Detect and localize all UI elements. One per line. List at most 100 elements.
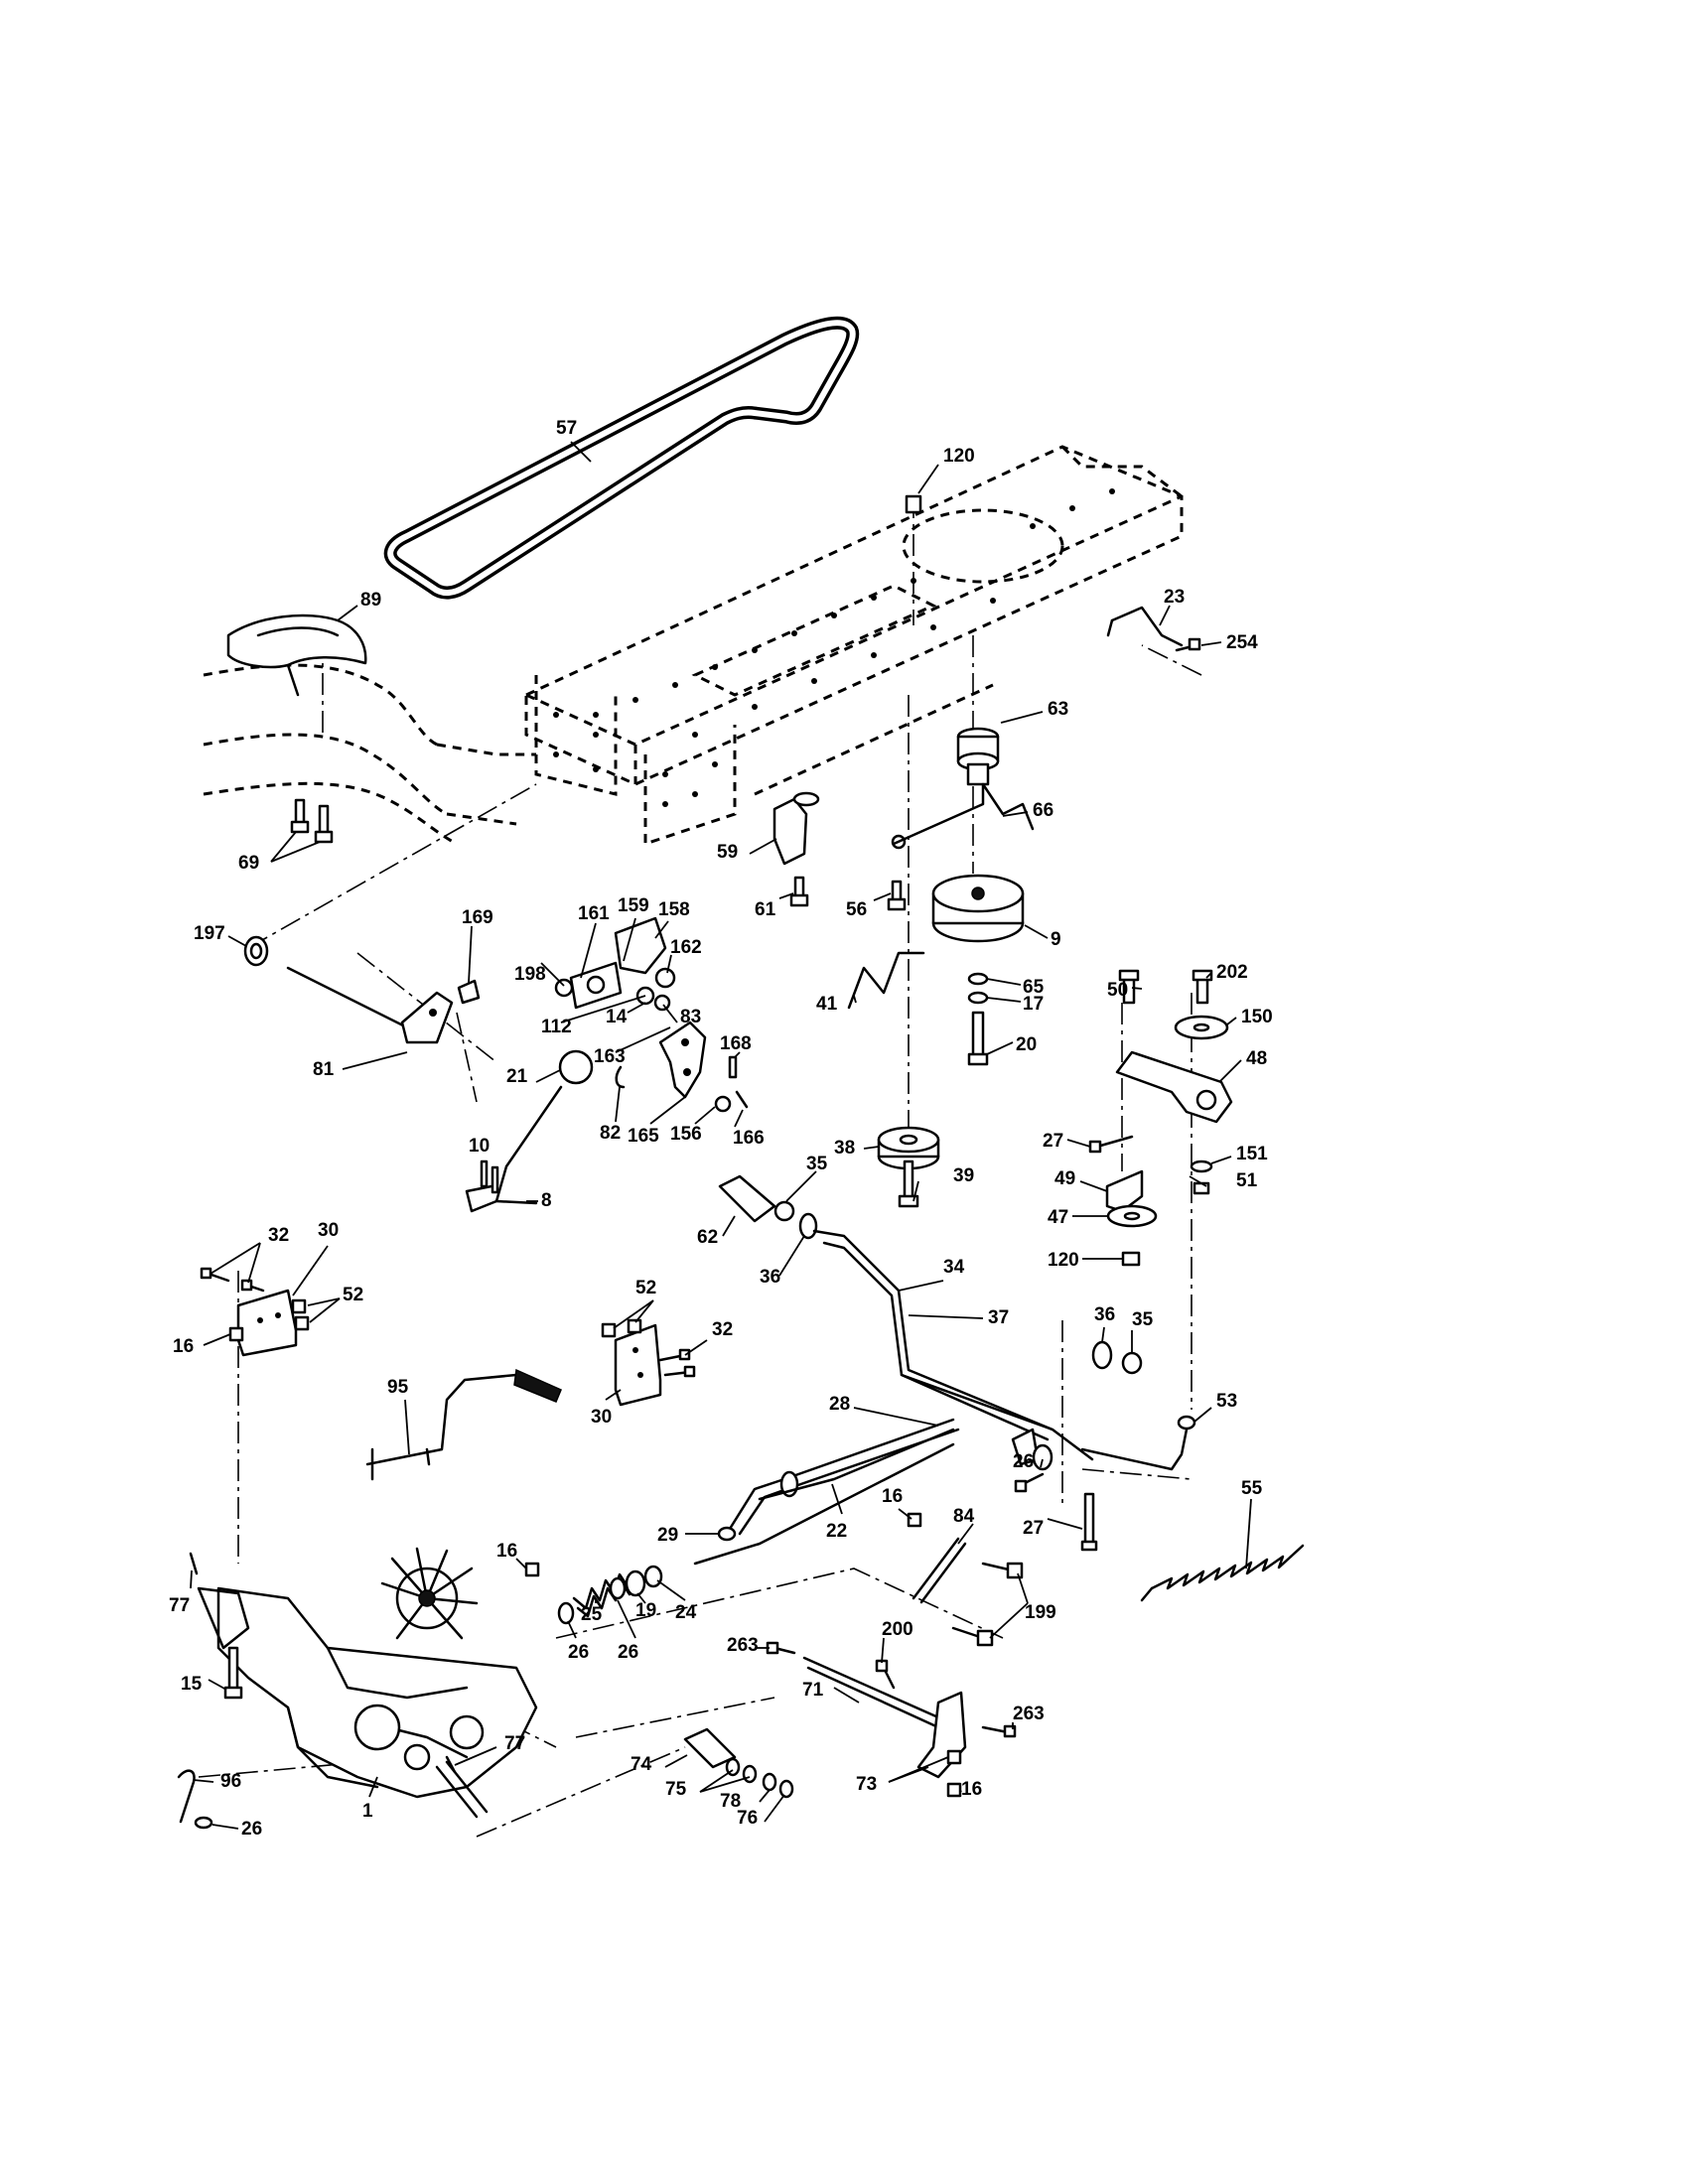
callout-120: 120 xyxy=(1048,1250,1079,1271)
spindle-63 xyxy=(956,727,1000,786)
spring-55 xyxy=(1140,1544,1305,1602)
callout-198: 198 xyxy=(514,964,546,985)
bolt-202 xyxy=(1192,969,1213,1005)
callout-30: 30 xyxy=(591,1407,612,1428)
bolt-27-lower xyxy=(1014,1472,1045,1493)
end-29 xyxy=(717,1526,737,1542)
callout-263: 263 xyxy=(1013,1704,1045,1724)
callout-10: 10 xyxy=(469,1136,490,1157)
callout-26: 26 xyxy=(1013,1451,1034,1472)
callout-37: 37 xyxy=(988,1307,1009,1328)
callout-9: 9 xyxy=(1051,929,1061,950)
spacer-19 xyxy=(625,1570,646,1597)
bolt-200 xyxy=(875,1659,896,1690)
callout-61: 61 xyxy=(755,899,776,920)
rod-53 xyxy=(1080,1415,1196,1471)
callout-199: 199 xyxy=(1025,1602,1056,1623)
bolt-254 xyxy=(1175,637,1201,652)
washer-26-b xyxy=(609,1576,627,1600)
nut-76 xyxy=(778,1779,794,1799)
washer-26-right xyxy=(1032,1443,1053,1471)
callout-66: 66 xyxy=(1033,800,1053,821)
callout-52: 52 xyxy=(635,1278,656,1298)
callout-59: 59 xyxy=(717,842,738,863)
drive-belt xyxy=(383,316,860,600)
transaxle-1 xyxy=(197,1586,538,1819)
callout-96: 96 xyxy=(220,1771,241,1792)
callout-150: 150 xyxy=(1241,1007,1273,1027)
callout-labels: 57 120 89 23 254 63 66 69 59 61 56 9 197… xyxy=(169,418,1273,1840)
callout-163: 163 xyxy=(594,1046,626,1067)
callout-20: 20 xyxy=(1016,1034,1037,1055)
fender-cover-89 xyxy=(226,614,367,697)
callout-34: 34 xyxy=(943,1257,965,1278)
callout-51: 51 xyxy=(1236,1170,1258,1191)
nut-24 xyxy=(643,1565,663,1588)
rod-28 xyxy=(728,1418,960,1536)
bracket-49 xyxy=(1105,1169,1144,1213)
callout-57: 57 xyxy=(556,418,577,439)
fitting-169 xyxy=(457,979,481,1005)
callout-36: 36 xyxy=(760,1267,780,1288)
callout-35: 35 xyxy=(806,1154,828,1174)
callout-22: 22 xyxy=(826,1521,847,1542)
washer-151 xyxy=(1190,1160,1213,1173)
lever-8 xyxy=(465,1085,563,1213)
pin-77-left xyxy=(189,1552,199,1575)
callout-1: 1 xyxy=(362,1801,373,1822)
bracket-30-left xyxy=(236,1289,298,1357)
callout-95: 95 xyxy=(387,1377,409,1398)
callout-27: 27 xyxy=(1043,1131,1063,1152)
callout-38: 38 xyxy=(834,1138,855,1159)
callout-159: 159 xyxy=(618,895,649,916)
callout-36: 36 xyxy=(1094,1304,1115,1325)
bolt-56 xyxy=(887,880,907,911)
callout-47: 47 xyxy=(1048,1207,1068,1228)
sleeve-74 xyxy=(683,1727,737,1769)
bolts-32-left xyxy=(200,1267,265,1293)
nuts-52-middle xyxy=(601,1318,642,1338)
pin-84 xyxy=(912,1537,967,1604)
washer-36-upper xyxy=(798,1212,818,1240)
washer-26-a xyxy=(557,1601,575,1625)
callout-162: 162 xyxy=(670,937,702,958)
callout-52: 52 xyxy=(343,1285,363,1305)
callout-65: 65 xyxy=(1023,977,1045,998)
callout-74: 74 xyxy=(631,1754,652,1775)
frame-holes xyxy=(553,488,1115,807)
bracket-30-middle xyxy=(614,1323,662,1407)
callout-165: 165 xyxy=(628,1126,659,1147)
callout-32: 32 xyxy=(268,1225,289,1246)
rod-81 xyxy=(286,966,454,1044)
fan-blades xyxy=(380,1547,479,1640)
callout-151: 151 xyxy=(1236,1144,1268,1164)
callout-39: 39 xyxy=(953,1165,974,1186)
callout-24: 24 xyxy=(675,1602,697,1623)
bolt-263-right xyxy=(981,1724,1017,1738)
callout-17: 17 xyxy=(1023,994,1044,1015)
knob-21 xyxy=(558,1049,594,1085)
washer-78 xyxy=(762,1772,777,1792)
callout-30: 30 xyxy=(318,1220,339,1241)
link-71 xyxy=(802,1656,940,1729)
nut-51 xyxy=(1193,1181,1210,1195)
nut-120-lower xyxy=(1121,1251,1141,1267)
callout-16: 16 xyxy=(882,1486,903,1507)
callout-77: 77 xyxy=(169,1595,190,1616)
callout-169: 169 xyxy=(462,907,493,928)
callout-263: 263 xyxy=(727,1635,759,1656)
callout-49: 49 xyxy=(1054,1168,1075,1189)
bolts-199 xyxy=(951,1562,1024,1647)
pulley-150 xyxy=(1174,1015,1229,1040)
nut-16-right xyxy=(907,1512,922,1528)
washers-75 xyxy=(725,1757,758,1784)
bolt-20 xyxy=(967,1011,989,1066)
bolts-10 xyxy=(480,1160,499,1194)
callout-78: 78 xyxy=(720,1791,741,1812)
bracket-165 xyxy=(658,1021,707,1099)
callout-35: 35 xyxy=(1132,1309,1154,1330)
callout-26: 26 xyxy=(618,1642,638,1663)
callout-161: 161 xyxy=(578,903,610,924)
pin-77-right xyxy=(445,1755,457,1774)
